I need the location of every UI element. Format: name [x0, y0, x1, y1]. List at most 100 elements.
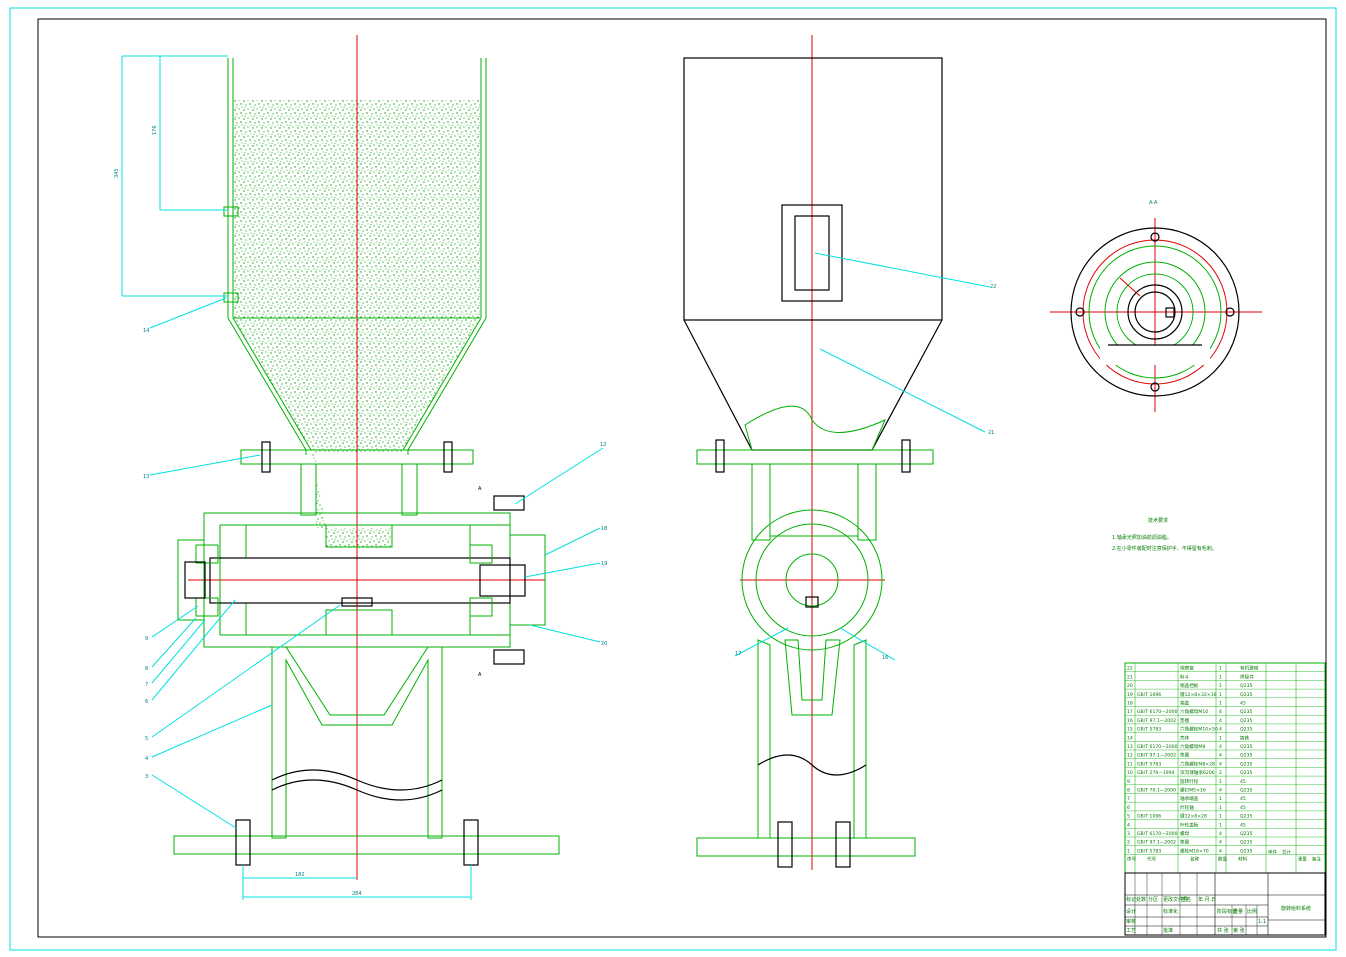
callout-13: 13 — [143, 474, 149, 480]
tb-cell-sheet-no: 第 张 — [1233, 927, 1245, 934]
callout-6: 6 — [145, 699, 148, 705]
technical-requirements: 技术要求 1.轴承光照加油前调油脂。 2.在小零件装配时注意保护手、不得留有毛刺… — [1112, 517, 1217, 552]
bom-header-right-cell: 重量 — [1298, 855, 1307, 862]
bom-cell-mat: Q235 — [1240, 709, 1252, 715]
rotor — [755, 523, 869, 637]
bom-header-cell: 名称 — [1190, 855, 1200, 862]
bom-cell-qty: 1 — [1219, 666, 1222, 672]
bom-cell-qty: 4 — [1219, 718, 1222, 724]
bom-cell-no: 7 — [1127, 796, 1130, 802]
bom-cell-name: 轴承端盖 — [1180, 795, 1199, 802]
bom-cell-mat: 铸铁 — [1240, 734, 1250, 741]
front-section-view: 176 345 182 284 A A 14 13 12 18 19 20 9 … — [114, 35, 607, 900]
bom-cell-code: GB/T 97.1—2002 — [1137, 718, 1176, 724]
bom-cell-mat: 有机玻璃 — [1240, 665, 1259, 672]
bom-cell-name: 螺钉M5×16 — [1180, 787, 1206, 794]
bom-cell-qty: 4 — [1219, 744, 1222, 750]
callout-16: 16 — [882, 655, 888, 661]
bom-cell-name: 螺栓M16×70 — [1180, 847, 1209, 854]
section-a-a-view: A-A — [1050, 200, 1262, 412]
tb-cell-standardize: 标准化 — [1163, 908, 1178, 915]
bom-cell-mat: Q235 — [1240, 770, 1252, 776]
bom-cell-name: 垫圈 — [1180, 717, 1190, 724]
bom-cell-name: 垫圈 — [1180, 839, 1190, 846]
tb-cell-design: 设计 — [1126, 908, 1136, 915]
bom-cell-no: 14 — [1127, 735, 1133, 741]
bom-cell-mat: Q235 — [1240, 840, 1252, 846]
bom-cell-qty: 1 — [1219, 779, 1222, 785]
bom-cell-no: 13 — [1127, 744, 1133, 750]
top-flange — [240, 449, 474, 465]
bom-cell-name: 观察窗 — [1180, 665, 1194, 672]
tb-cell-mark: 标记 — [1126, 896, 1136, 903]
bom-cell-qty: 1 — [1219, 814, 1222, 820]
tb-cell-count: 处数 — [1136, 896, 1146, 903]
tb-cell-change-doc: 更改文件号 — [1163, 896, 1188, 903]
section-mark-top: A — [478, 486, 482, 492]
tb-cell-zone: 分区 — [1148, 896, 1158, 903]
callout-18: 18 — [601, 526, 607, 532]
tb-cell-weight: 重量 — [1233, 908, 1243, 915]
callout-20: 20 — [601, 641, 607, 647]
callout-21: 21 — [988, 430, 994, 436]
bom-cell-no: 19 — [1127, 692, 1133, 698]
bom-cell-mat: Q235 — [1240, 718, 1252, 724]
bom-cell-name: 六角螺栓M10×50 — [1180, 726, 1218, 733]
bom-cell-no: 12 — [1127, 753, 1133, 759]
bom-cell-qty: 1 — [1219, 674, 1222, 680]
bom-cell-code: GB/T 1096 — [1137, 692, 1161, 698]
tb-cell-stage: 阶段标记 — [1217, 908, 1237, 915]
callout-19: 19 — [601, 561, 607, 567]
bom-cell-code: GB/T 97.1—2002 — [1137, 840, 1176, 846]
bom-cell-code: GB/T 6170—2000 — [1137, 831, 1178, 837]
bom-cell-mat: 45 — [1240, 805, 1246, 811]
bom-cell-code: GB/T 6170—2000 — [1137, 709, 1178, 715]
dim-182: 182 — [295, 872, 305, 878]
tech-req-title: 技术要求 — [1148, 517, 1168, 524]
bom-cell-no: 11 — [1127, 761, 1133, 767]
bom-cell-mat: 45 — [1240, 701, 1246, 707]
tb-cell-process: 工艺 — [1126, 928, 1136, 934]
tb-cell-date: 年.月.日 — [1198, 896, 1216, 903]
bom-header-cell: 代号 — [1147, 855, 1157, 862]
bom-cell-name: 端盖 — [1180, 700, 1190, 707]
housing-ring — [1088, 245, 1222, 379]
bom-cell-code: GB/T 5783 — [1137, 761, 1161, 767]
tb-cell-total-sheets: 共 张 — [1217, 927, 1229, 934]
bom-cell-qty: 4 — [1219, 709, 1222, 715]
bom-cell-code: GB/T 1096 — [1137, 814, 1161, 820]
bom-cell-no: 9 — [1127, 779, 1130, 785]
base-plate — [173, 835, 560, 855]
bom-cell-mat: Q235 — [1240, 848, 1252, 854]
bom-cell-mat: 45 — [1240, 822, 1246, 828]
bom-cell-no: 10 — [1127, 770, 1133, 776]
dim-176: 176 — [152, 125, 158, 135]
bom-cell-no: 8 — [1127, 788, 1130, 794]
bom-cell-qty: 1 — [1219, 692, 1222, 698]
shaft — [209, 557, 511, 604]
title-block: 旋转给料系统 标记 处数 分区 更改文件号 签名 年.月.日 设计 标准化 审核… — [1124, 872, 1326, 936]
bom-cell-mat: Q235 — [1240, 727, 1252, 733]
bom-cell-no: 2 — [1127, 840, 1130, 846]
section-mark-bottom: A — [478, 672, 482, 678]
bom-cell-name: 六角螺母M10 — [1180, 708, 1208, 715]
flange-outer — [1070, 227, 1240, 397]
bom-cell-name: 键12×8×28 — [1180, 813, 1207, 820]
bom-cell-qty: 4 — [1219, 848, 1222, 854]
bom-cell-mat: Q235 — [1240, 788, 1252, 794]
housing-section — [203, 512, 546, 648]
bom-cell-qty: 4 — [1219, 840, 1222, 846]
bom-cell-mat: Q235 — [1240, 744, 1252, 750]
drawing-name: 旋转给料系统 — [1281, 905, 1311, 912]
section-title: A-A — [1149, 200, 1158, 206]
bom-header-weight-cell: 总计 — [1282, 848, 1291, 855]
bom-cell-no: 1 — [1127, 848, 1130, 854]
bom-cell-qty: 4 — [1219, 831, 1222, 837]
bom-cell-code: GB/T 5783 — [1137, 848, 1161, 854]
bom-cell-qty: 2 — [1219, 770, 1222, 776]
granular-material-fill — [234, 100, 480, 548]
bom-header-cell: 数量 — [1218, 855, 1228, 862]
tech-req-line-2: 2.在小零件装配时注意保护手、不得留有毛刺。 — [1112, 545, 1217, 552]
bom-cell-name: 螺母 — [1180, 830, 1190, 837]
